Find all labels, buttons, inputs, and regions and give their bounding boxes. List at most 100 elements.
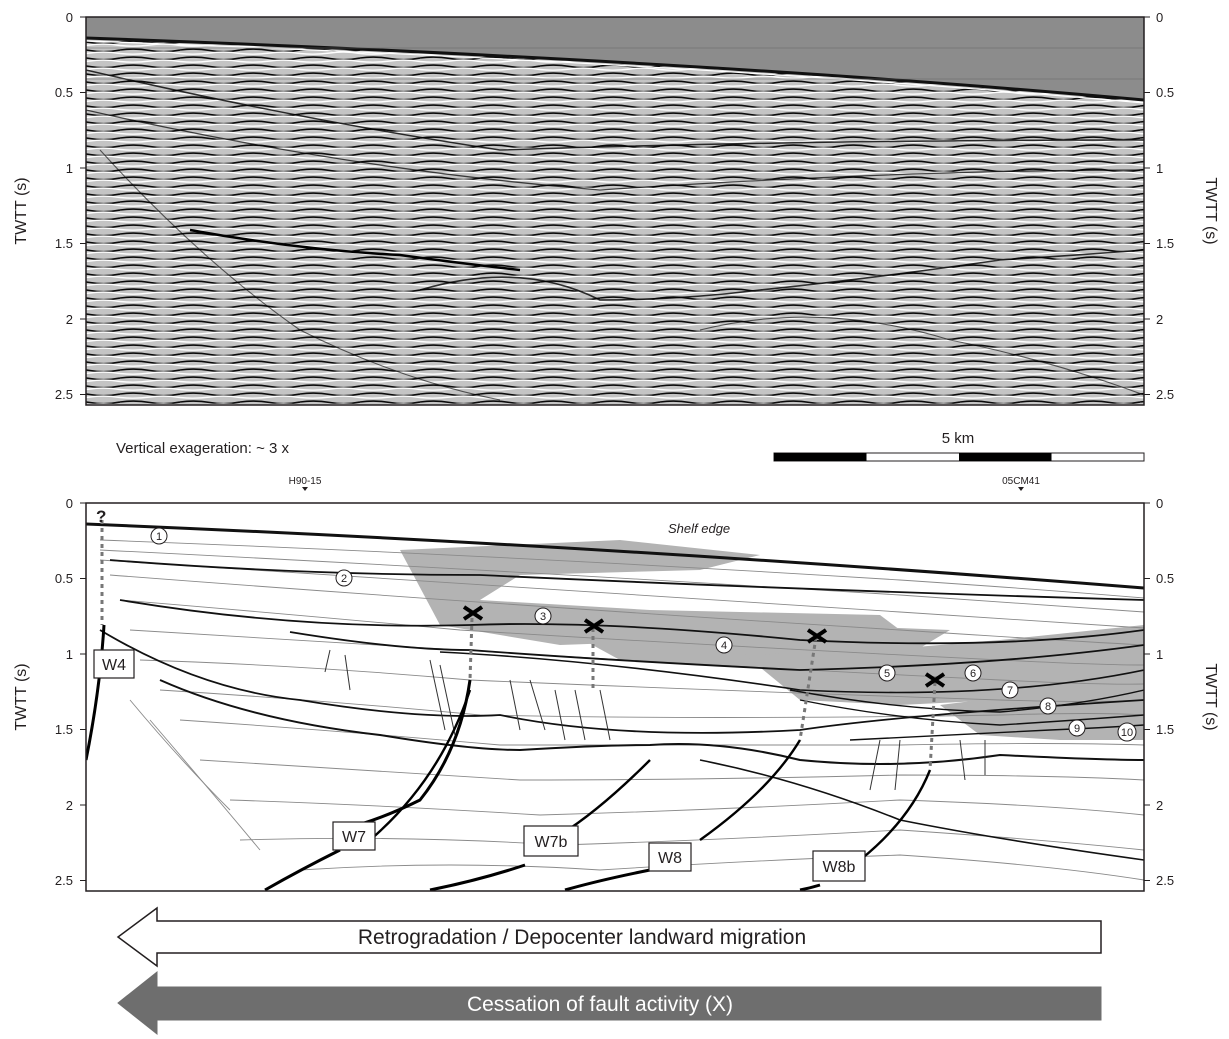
fault-w8-upper xyxy=(699,739,802,841)
top-right-tick: 0.5 xyxy=(1156,85,1174,100)
well-triangle-icon xyxy=(1018,487,1024,491)
bottom-left-axis-label: TWTT (s) xyxy=(13,663,30,730)
top-left-tick: 1.5 xyxy=(55,236,73,251)
bottom-right-tick: 2 xyxy=(1156,798,1163,813)
well-label: H90-15 xyxy=(289,476,322,487)
seismic-section-panel xyxy=(85,16,1145,406)
svg-text:W4: W4 xyxy=(102,657,126,674)
cessation-x-icon xyxy=(462,605,484,621)
fault-w8b-lower xyxy=(799,883,821,891)
bottom-right-tick: 1 xyxy=(1156,647,1163,662)
svg-text:W8: W8 xyxy=(658,850,682,867)
shaded-unit xyxy=(400,540,900,645)
top-left-tick: 0.5 xyxy=(55,85,73,100)
scale-bar-label: 5 km xyxy=(942,430,975,447)
fault-w8-lower xyxy=(564,868,651,891)
horizon-label-3: 3 xyxy=(534,607,552,625)
svg-text:10: 10 xyxy=(1121,727,1133,739)
svg-text:7: 7 xyxy=(1007,685,1013,697)
bottom-right-tick: 1.5 xyxy=(1156,722,1174,737)
cessation-x-icon xyxy=(806,628,828,644)
svg-text:3: 3 xyxy=(540,611,546,623)
fault-w7b-upper xyxy=(559,759,651,837)
interpretation-panel: ? Shelf edge 1 2 3 4 5 6 7 8 9 10 W4 W7 … xyxy=(85,502,1145,892)
fault-label-w8b: W8b xyxy=(812,850,866,882)
top-right-tick: 1.5 xyxy=(1156,236,1174,251)
svg-text:W8b: W8b xyxy=(823,859,856,876)
water-column xyxy=(86,17,1144,100)
bottom-left-tick: 1 xyxy=(66,647,73,662)
horizon-label-7: 7 xyxy=(1001,681,1019,699)
top-left-axis: 0 0.5 1 1.5 2 2.5 TWTT (s) xyxy=(13,10,86,402)
top-left-tick: 0 xyxy=(66,10,73,25)
stratal-lines xyxy=(99,539,1144,881)
bottom-left-tick: 0.5 xyxy=(55,571,73,586)
svg-text:5: 5 xyxy=(884,668,890,680)
fault-label-w4: W4 xyxy=(93,649,135,679)
seafloor-horizon xyxy=(86,522,1144,590)
top-panel-frame xyxy=(85,16,1145,406)
svg-text:8: 8 xyxy=(1045,701,1051,713)
bottom-right-tick: 0 xyxy=(1156,496,1163,511)
horizon-label-1: 1 xyxy=(150,527,168,545)
fault-label-w7b: W7b xyxy=(523,825,579,857)
bottom-left-tick: 0 xyxy=(66,496,73,511)
fault-w7b-lower xyxy=(429,863,526,891)
top-left-tick: 1 xyxy=(66,161,73,176)
scale-bar: 5 km xyxy=(773,430,1145,462)
key-horizons xyxy=(86,522,1144,861)
well-triangle-icon xyxy=(302,487,308,491)
bottom-right-tick: 0.5 xyxy=(1156,571,1174,586)
fault-label-w7: W7 xyxy=(332,821,376,851)
top-right-tick: 1 xyxy=(1156,161,1163,176)
svg-text:W7: W7 xyxy=(342,829,366,846)
cessation-x-icon xyxy=(924,672,946,688)
well-marker-left: H90-15 xyxy=(289,476,322,491)
top-right-tick: 2.5 xyxy=(1156,387,1174,402)
bottom-left-axis: 0 0.5 1 1.5 2 2.5 TWTT (s) xyxy=(13,496,86,888)
horizon-label-10: 10 xyxy=(1117,722,1137,742)
shelf-edge-label: Shelf edge xyxy=(668,521,730,536)
top-right-axis: 0 0.5 1 1.5 2 2.5 TWTT (s) xyxy=(1144,10,1219,402)
horizon-label-6: 6 xyxy=(964,664,982,682)
retrogradation-text: Retrogradation / Depocenter landward mig… xyxy=(358,926,806,949)
top-right-tick: 2 xyxy=(1156,312,1163,327)
horizon-label-9: 9 xyxy=(1068,719,1086,737)
uncertainty-mark: ? xyxy=(96,507,106,526)
left-arrow-icon xyxy=(117,970,1102,1036)
cessation-arrow: Cessation of fault activity (X) xyxy=(117,970,1102,1036)
bottom-left-tick: 2 xyxy=(66,798,73,813)
svg-text:W7b: W7b xyxy=(535,834,568,851)
well-marker-right: 05CM41 xyxy=(1002,476,1040,491)
top-left-tick: 2 xyxy=(66,312,73,327)
top-left-tick: 2.5 xyxy=(55,387,73,402)
left-arrow-icon xyxy=(116,906,1102,968)
retrogradation-arrow: Retrogradation / Depocenter landward mig… xyxy=(116,906,1102,968)
svg-text:2: 2 xyxy=(341,573,347,585)
horizon-label-8: 8 xyxy=(1039,697,1057,715)
svg-text:4: 4 xyxy=(721,640,727,652)
svg-text:1: 1 xyxy=(156,531,162,543)
top-right-axis-label: TWTT (s) xyxy=(1202,177,1219,244)
cessation-x-icon xyxy=(583,618,605,634)
fault-tips xyxy=(100,520,937,771)
top-left-axis-label: TWTT (s) xyxy=(13,177,30,244)
top-right-tick: 0 xyxy=(1156,10,1163,25)
bottom-right-axis: 0 0.5 1 1.5 2 2.5 TWTT (s) xyxy=(1144,496,1219,888)
bottom-right-axis-label: TWTT (s) xyxy=(1202,663,1219,730)
horizon-label-4: 4 xyxy=(715,636,733,654)
bottom-left-tick: 2.5 xyxy=(55,873,73,888)
well-label: 05CM41 xyxy=(1002,476,1040,487)
svg-text:9: 9 xyxy=(1074,723,1080,735)
horizon-label-5: 5 xyxy=(878,664,896,682)
strong-reflector xyxy=(189,228,521,272)
fault-w7-upper xyxy=(339,679,472,832)
bottom-right-tick: 2.5 xyxy=(1156,873,1174,888)
svg-text:6: 6 xyxy=(970,668,976,680)
minor-faults xyxy=(324,649,986,791)
fault-w4 xyxy=(86,624,106,761)
fault-w7-lower xyxy=(264,848,341,891)
horizon-label-2: 2 xyxy=(335,569,353,587)
vertical-exaggeration-note: Vertical exageration: ~ 3 x xyxy=(116,440,290,457)
